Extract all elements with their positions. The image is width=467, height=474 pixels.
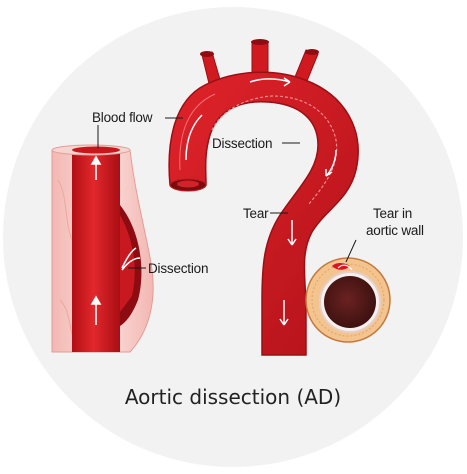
label-dissection-arch: Dissection bbox=[212, 136, 272, 151]
label-blood-flow: Blood flow bbox=[92, 110, 153, 125]
label-tear: Tear bbox=[243, 206, 269, 221]
label-tear-in-wall-line2: aortic wall bbox=[366, 223, 424, 238]
diagram-title: Aortic dissection (AD) bbox=[125, 385, 341, 409]
label-dissection-vessel: Dissection bbox=[148, 261, 208, 276]
label-tear-in-wall-line1: Tear in bbox=[373, 206, 412, 221]
aortic-wall-cross-section bbox=[306, 258, 390, 342]
